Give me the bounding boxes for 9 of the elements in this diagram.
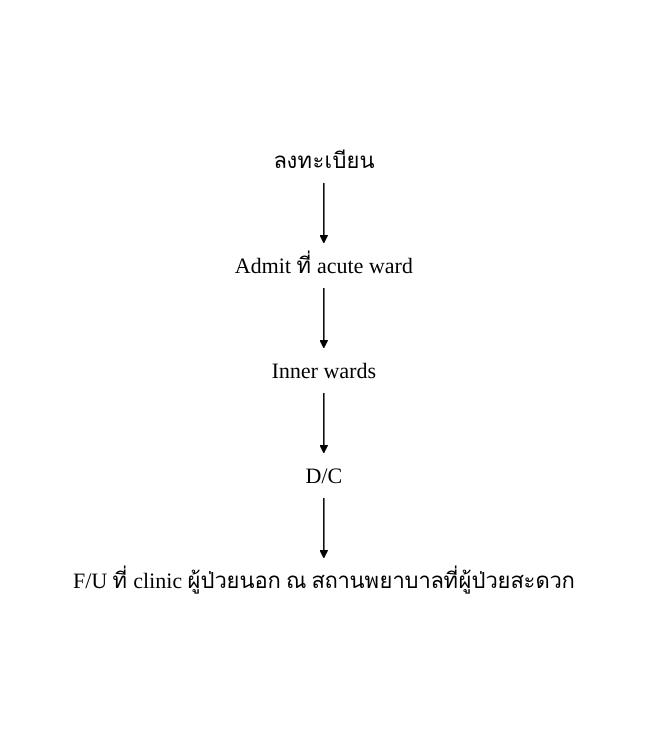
node-text: Inner wards <box>271 358 376 382</box>
node-text: Admit ที่ acute ward <box>234 252 413 278</box>
node-text: ลงทะเบียน <box>272 148 374 172</box>
arrow <box>319 182 328 243</box>
node-text: F/U ที่ clinic ผู้ป่วยนอก ณ สถานพยาบาลที่ผู้ป่วยสะดวก <box>72 568 574 592</box>
arrow <box>319 288 328 348</box>
node-text: D/C <box>305 462 342 488</box>
arrow <box>319 498 328 558</box>
arrow <box>319 392 328 453</box>
